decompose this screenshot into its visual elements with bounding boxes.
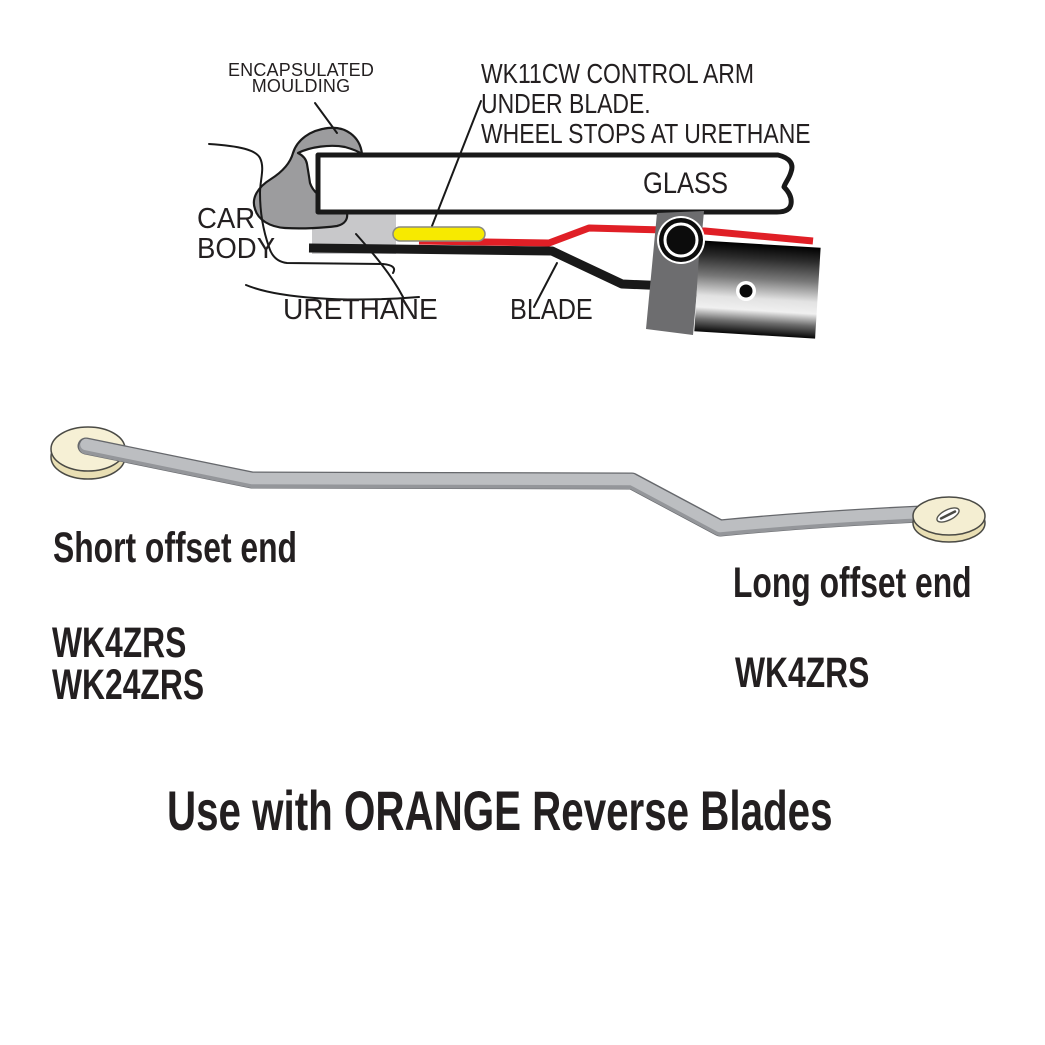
encapsulated-moulding-label-line2: MOULDING — [251, 76, 351, 96]
control-arm-note: WK11CW CONTROL ARM UNDER BLADE. WHEEL ST… — [481, 59, 811, 149]
car-body-lower-line — [245, 284, 420, 301]
arm-cylinder — [694, 240, 821, 339]
part-number-wk4zrs-left: WK4ZRS — [52, 619, 187, 667]
urethane-leader-line — [355, 233, 404, 298]
blade-label: BLADE — [510, 294, 593, 326]
right-pivot-slot-line — [939, 510, 957, 520]
blade-leader-line — [533, 262, 558, 308]
short-offset-end-label: Short offset end — [53, 524, 297, 572]
usage-note: Use with ORANGE Reverse Blades — [167, 779, 833, 842]
cylinder-dot — [739, 284, 753, 298]
wiper-blade-line — [308, 243, 671, 291]
car-body-label: CAR BODY — [197, 204, 275, 264]
thin-lines — [208, 100, 558, 308]
glass-label: GLASS — [643, 167, 729, 200]
control-arm-yellow-bar — [392, 226, 486, 242]
encapsulated-moulding-label-line1: ENCAPSULATED — [227, 60, 375, 80]
control-arm-note-line2: UNDER BLADE. — [481, 88, 651, 119]
control-arm-leader-line — [431, 100, 482, 227]
glass-panel — [315, 152, 795, 215]
part-number-wk24zrs-left: WK24ZRS — [52, 661, 205, 709]
part-number-wk4zrs-right: WK4ZRS — [735, 649, 870, 697]
car-body-outline — [208, 143, 396, 274]
car-body-label-line2: BODY — [197, 233, 276, 265]
linkage-bar-face — [80, 438, 927, 533]
long-offset-end-label: Long offset end — [733, 559, 972, 607]
encapsulated-moulding-label: ENCAPSULATED MOULDING — [211, 60, 391, 96]
car-body-label-line1: CAR — [197, 203, 256, 235]
control-arm-note-line3: WHEEL STOPS AT URETHANE — [481, 118, 811, 149]
urethane-label: URETHANE — [283, 294, 438, 326]
wheel-inner-ring — [663, 222, 699, 258]
moulding-leader-line — [314, 102, 338, 134]
wiper-arm-red-line — [418, 224, 814, 247]
control-arm-note-line1: WK11CW CONTROL ARM — [481, 58, 754, 89]
